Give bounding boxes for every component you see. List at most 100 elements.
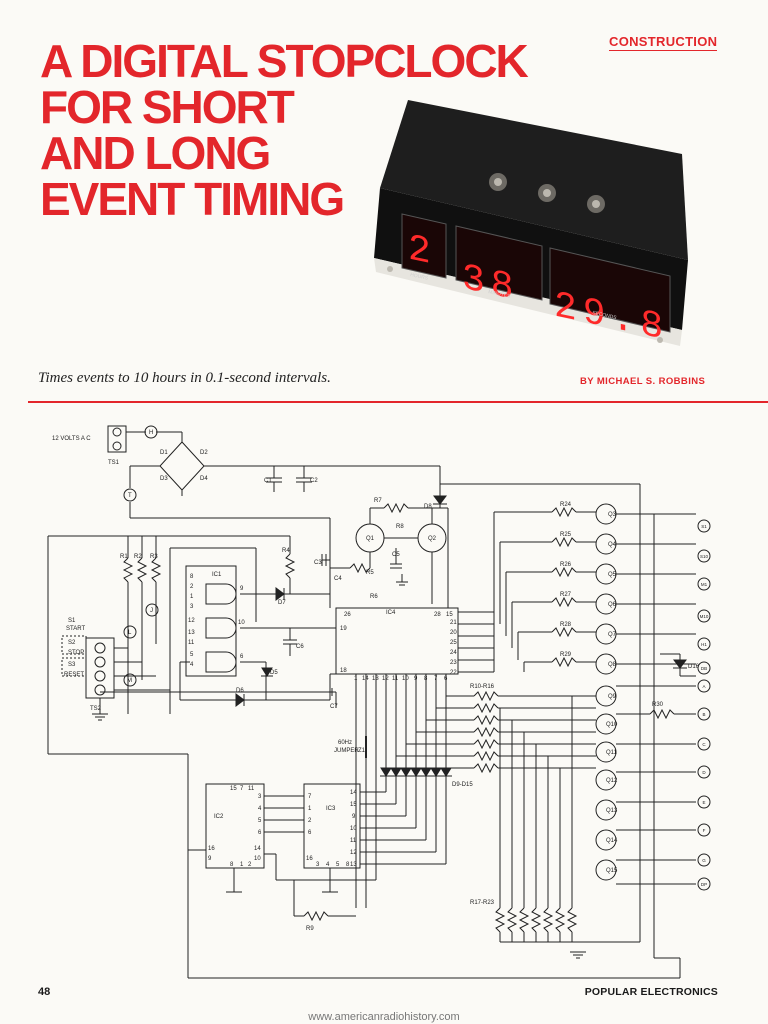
output-f: F: [703, 828, 706, 833]
ic3-label: IC3: [326, 806, 336, 812]
jumper-freq: 60Hz: [338, 740, 352, 746]
q10-label: Q10: [606, 722, 618, 728]
r3-label: R3: [150, 554, 158, 560]
q1-label: Q1: [366, 536, 375, 542]
byline: BY MICHAEL S. ROBBINS: [580, 376, 706, 387]
c4-label: C4: [334, 576, 342, 582]
node-j: J: [150, 608, 153, 614]
title-line: FOR SHORT: [40, 81, 295, 133]
ic4-pin: 14: [362, 676, 369, 682]
q14-label: Q14: [606, 838, 618, 844]
r28-label: R28: [560, 622, 572, 628]
ic4-label: IC4: [386, 610, 396, 616]
ic3-pin: 12: [350, 850, 357, 856]
ic2-pin: 9: [208, 856, 212, 862]
q11-label: Q11: [606, 750, 618, 756]
ic3-pin: 7: [308, 794, 312, 800]
r10-r16-label: R10-R16: [470, 684, 495, 690]
output-m10: M10: [700, 614, 709, 619]
section-label: CONSTRUCTION: [609, 34, 718, 51]
ic3-pin: 4: [326, 862, 330, 868]
c7-label: C7: [330, 704, 338, 710]
ic4-pin: 26: [344, 612, 351, 618]
output-m1: M1: [701, 582, 708, 587]
ic4-pin: 23: [450, 660, 457, 666]
ic2-pin: 11: [248, 786, 255, 792]
ic3-pin: 5: [336, 862, 340, 868]
r1-label: R1: [120, 554, 128, 560]
ic2-pin: 8: [230, 862, 234, 868]
ic3-pin: 11: [350, 838, 357, 844]
article-title: A DIGITAL STOPCLOCK FOR SHORT AND LONG E…: [40, 38, 529, 222]
q15-label: Q15: [606, 868, 618, 874]
power-label: 12 VOLTS A C: [52, 436, 91, 442]
node-m: M: [127, 678, 132, 684]
ic4-pin: 28: [434, 612, 441, 618]
display-hours: 2: [408, 227, 431, 275]
display-label-minutes: MINUTES: [488, 289, 512, 300]
q7-label: Q7: [608, 632, 617, 638]
q5-label: Q5: [608, 572, 617, 578]
ic3-pin: 8: [346, 862, 350, 868]
circuit-schematic: 12 VOLTS A C TS1 TS2 S1 START S2 STOP S3…: [47, 425, 711, 979]
q2-label: Q2: [428, 536, 437, 542]
r27-label: R27: [560, 592, 572, 598]
ic1-pin: 5: [190, 652, 194, 658]
ic4-pin: 22: [450, 670, 457, 676]
ic1-pin: 10: [238, 620, 245, 626]
ic4-pin: 8: [424, 676, 428, 682]
ic2-pin: 3: [258, 794, 262, 800]
r6-label: R6: [370, 594, 378, 600]
ic1-pin: 4: [190, 662, 194, 668]
ic2-pin: 14: [254, 846, 261, 852]
start-label: START: [66, 626, 85, 632]
divider-rule: [28, 401, 768, 403]
ic4-pin: 20: [450, 630, 457, 636]
ic1-pin: 11: [188, 640, 195, 646]
stop-label: STOP: [68, 650, 84, 656]
q6-label: Q6: [608, 602, 617, 608]
ic1-pin: 3: [190, 604, 194, 610]
ic2-pin: 10: [254, 856, 261, 862]
ic4-pin: 21: [450, 620, 457, 626]
ic4-pin: 1: [354, 676, 358, 682]
s3-label: S3: [68, 662, 76, 668]
d8-label: D8: [424, 504, 432, 510]
ic4-pin: 6: [444, 676, 448, 682]
ic3-pin: 14: [350, 790, 357, 796]
output-s1: S1: [701, 524, 707, 529]
r2-label: R2: [134, 554, 142, 560]
c1-label: C1: [264, 478, 272, 484]
r5-label: R5: [366, 570, 374, 576]
ic3-pin: 10: [350, 826, 357, 832]
ic4-pin: 11: [392, 676, 399, 682]
c3-label: C3: [314, 560, 322, 566]
ic4-pin: 12: [382, 676, 389, 682]
ic4-pin: 10: [402, 676, 409, 682]
r29-label: R29: [560, 652, 572, 658]
ic4-pin: 18: [340, 668, 347, 674]
ic2-pin: 7: [240, 786, 244, 792]
ic3-pin: 3: [316, 862, 320, 868]
display-label-hours: HOURS: [410, 272, 430, 282]
s1-label: S1: [68, 618, 76, 624]
q9-label: Q9: [608, 694, 617, 700]
page-number: 48: [38, 986, 51, 998]
ic3-pin: 13: [350, 862, 357, 868]
r25-label: R25: [560, 532, 572, 538]
d1-label: D1: [160, 450, 168, 456]
ic2-pin: 5: [258, 818, 262, 824]
q4-label: Q4: [608, 542, 617, 548]
subtitle: Times events to 10 hours in 0.1-second i…: [38, 370, 331, 386]
jumper-z1: Z1: [358, 748, 366, 754]
d16-label: D16: [688, 664, 700, 670]
node-h: H: [149, 430, 153, 436]
r17-r23-label: R17-R23: [470, 900, 495, 906]
d3-label: D3: [160, 476, 168, 482]
ic4-pin: 24: [450, 650, 457, 656]
ic1-pin: 2: [190, 584, 194, 590]
ic1-pin: 9: [240, 586, 244, 592]
ic3-pin: 9: [352, 814, 356, 820]
output-d: D: [702, 770, 706, 775]
node-l: L: [128, 630, 132, 636]
